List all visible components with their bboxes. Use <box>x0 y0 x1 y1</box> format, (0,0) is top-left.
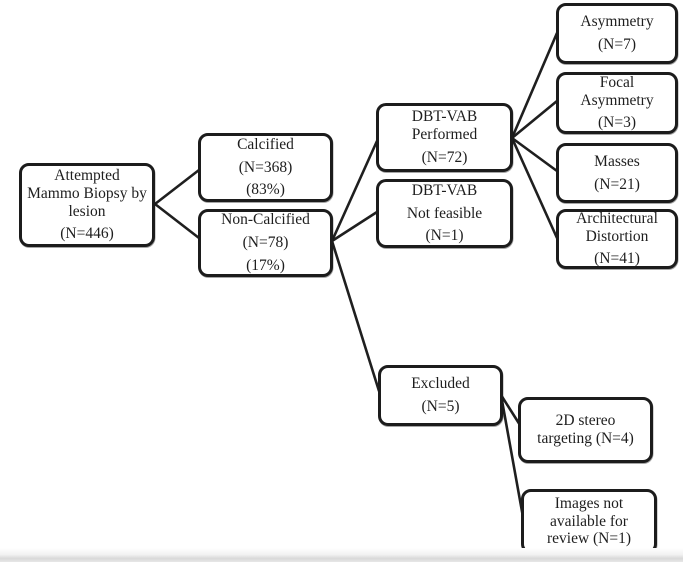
node-count: (N=446) <box>60 225 114 243</box>
node-label: Asymmetry <box>580 13 654 31</box>
edge-noncalcified-performed <box>330 139 379 243</box>
edge-root-noncalcified <box>153 202 201 240</box>
node-label-line: targeting (N=4) <box>537 430 634 447</box>
node-label-line: DBT-VAB <box>411 181 478 199</box>
node-count: (N=5) <box>421 398 460 415</box>
edge-performed-arch <box>510 136 559 240</box>
edge-excluded-images <box>499 393 525 519</box>
flow-node-calcified: Calcified (N=368) (83%) <box>198 133 333 202</box>
edge-performed-focal <box>510 99 559 140</box>
flow-node-focal-asymmetry: Focal Asymmetry (N=3) <box>556 72 678 134</box>
node-count: (N=72) <box>421 148 468 166</box>
node-label: Non-Calcified <box>221 211 310 229</box>
flow-node-asymmetry: Asymmetry (N=7) <box>556 3 678 64</box>
node-label-line: Images not <box>554 494 624 512</box>
edge-root-calcified <box>153 168 201 206</box>
node-label: Excluded <box>411 375 470 393</box>
node-label-line: available for <box>550 512 628 530</box>
flow-node-dbt-vab-performed: DBT-VAB Performed (N=72) <box>376 103 513 172</box>
flow-node-2d-stereo-targeting: 2D stereo targeting (N=4) <box>518 397 653 463</box>
flow-node-dbt-vab-not-feasible: DBT-VAB Not feasible (N=1) <box>376 179 513 248</box>
node-label-line: Attempted <box>54 166 120 184</box>
node-label-line: review (N=1) <box>546 530 632 548</box>
node-label-line: DBT-VAB <box>411 108 478 126</box>
flow-node-non-calcified: Non-Calcified (N=78) (17%) <box>198 209 333 277</box>
flow-node-images-not-available: Images not available for review (N=1) <box>521 489 657 554</box>
flow-node-attempted-mammo-biopsy: Attempted Mammo Biopsy by lesion (N=446) <box>19 163 155 247</box>
node-count: (N=1) <box>425 227 464 245</box>
node-count: (N=78) <box>242 234 289 252</box>
node-label-line: Distortion <box>585 227 649 245</box>
node-label-line: Not feasible <box>406 204 483 222</box>
node-label-line: Asymmetry <box>580 91 654 109</box>
page-bottom-edge-shadow <box>0 548 683 562</box>
edge-performed-asymmetry <box>510 31 559 140</box>
node-label: Calcified <box>237 135 294 153</box>
node-percent: (17%) <box>246 256 285 274</box>
node-label: Masses <box>594 152 640 170</box>
node-label-line: Performed <box>411 126 478 144</box>
flow-node-architectural-distortion: Architectural Distortion (N=41) <box>556 209 678 269</box>
flow-node-excluded: Excluded (N=5) <box>378 365 503 426</box>
node-count: (N=368) <box>238 158 293 176</box>
node-label-line: Focal <box>599 73 635 91</box>
edge-excluded-stereo <box>499 393 522 427</box>
node-label-line: Architectural <box>576 209 658 227</box>
node-percent: (83%) <box>246 181 285 199</box>
edge-noncalcified-notfeasible <box>330 210 379 243</box>
node-count: (N=41) <box>594 250 640 268</box>
node-label-line: lesion <box>68 202 106 220</box>
flow-node-masses: Masses (N=21) <box>556 143 678 203</box>
node-count: (N=3) <box>597 114 636 132</box>
edge-noncalcified-excluded <box>330 239 381 393</box>
node-count: (N=21) <box>594 175 640 193</box>
node-count: (N=7) <box>597 36 636 53</box>
node-label-line: 2D stereo <box>555 412 616 430</box>
node-label-line: Mammo Biopsy by <box>27 184 147 202</box>
edge-performed-masses <box>510 136 559 173</box>
